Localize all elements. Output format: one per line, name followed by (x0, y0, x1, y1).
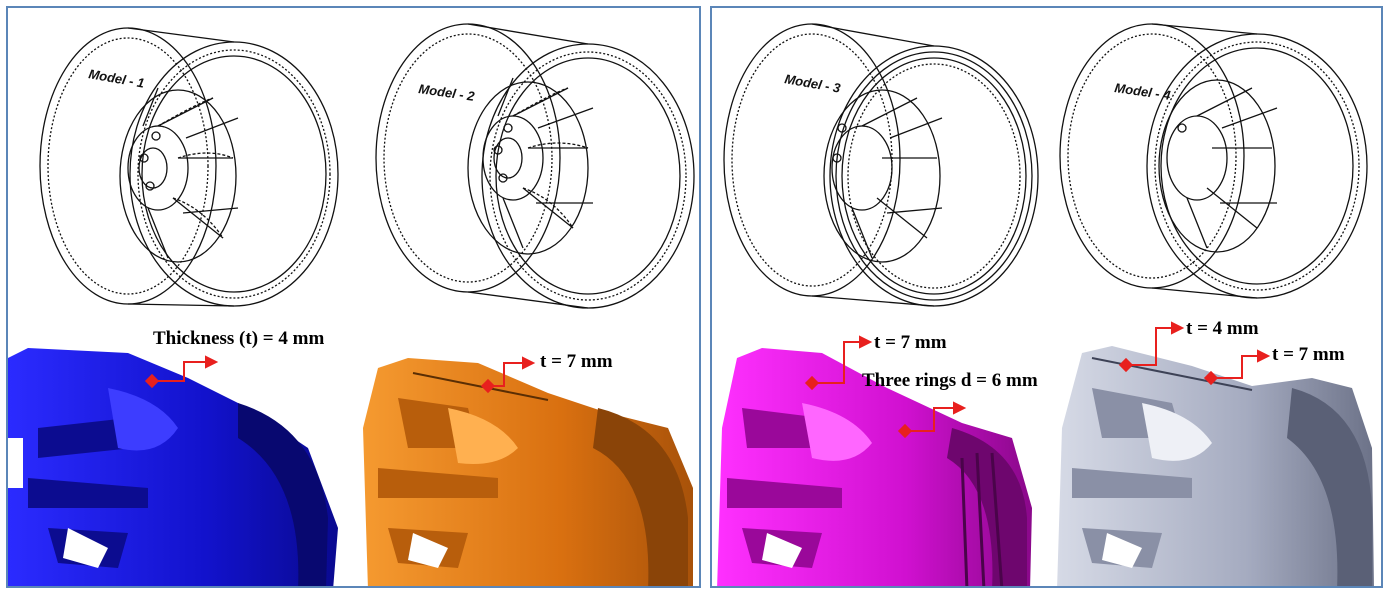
panel-models-1-2: Model - 1 Model - 2 (6, 6, 701, 588)
section-model-1 (8, 348, 338, 586)
annotation-model-2-thickness: t = 7 mm (540, 351, 613, 372)
model-1-label: Model - 1 (87, 66, 145, 91)
callout-model-3-rings (897, 401, 967, 439)
annotation-model-3-rings: Three rings d = 6 mm (862, 370, 1038, 391)
callout-model-1 (144, 355, 219, 389)
wheels-svg-left: Model - 1 Model - 2 (8, 23, 695, 586)
section-model-2 (363, 358, 693, 586)
model-4-label: Model - 4 (1114, 80, 1173, 103)
wheel-drawing-model-4 (1059, 23, 1368, 299)
section-model-4 (1057, 346, 1374, 586)
callout-model-3-thickness (804, 335, 873, 391)
annotation-model-4-thickness-a: t = 4 mm (1186, 318, 1259, 339)
wheel-drawing-model-3 (723, 23, 1039, 307)
annotation-model-3-thickness: t = 7 mm (874, 332, 947, 353)
model-2-label: Model - 2 (418, 81, 477, 104)
section-model-3 (717, 348, 1032, 586)
annotation-model-1-thickness: Thickness (t) = 4 mm (153, 328, 325, 349)
model-3-label: Model - 3 (783, 71, 842, 96)
wheel-drawing-model-2 (375, 23, 695, 309)
callout-model-4-thickness-a (1118, 321, 1185, 373)
wheels-svg-right: Model - 3 Model - 4 (717, 23, 1374, 586)
panel-models-3-4: Model - 3 Model - 4 (710, 6, 1383, 588)
callout-model-2 (480, 356, 536, 394)
callout-model-4-thickness-b (1203, 349, 1271, 386)
wheel-drawing-model-1 (39, 27, 339, 307)
annotation-model-4-thickness-b: t = 7 mm (1272, 344, 1345, 365)
